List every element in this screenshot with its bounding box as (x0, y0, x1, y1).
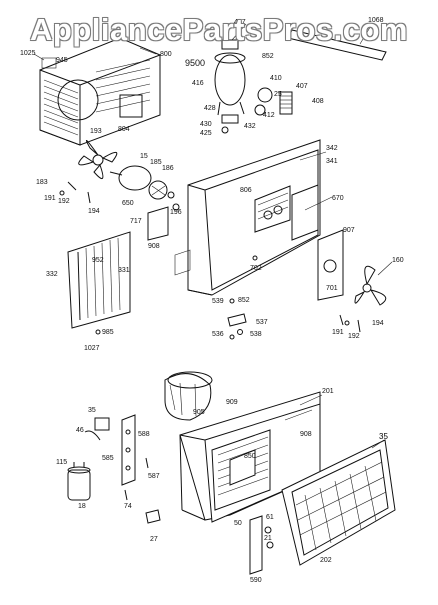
part-label: 806 (240, 187, 252, 194)
part-label: 587 (148, 473, 160, 480)
part-label: 342 (326, 145, 338, 152)
part-label: 191 (332, 329, 344, 336)
part-label: 908 (148, 243, 160, 250)
part-label: 945 (56, 57, 68, 64)
part-label: 186 (162, 165, 174, 172)
part-label: 341 (326, 158, 338, 165)
part-label: 27 (150, 536, 158, 543)
part-label: 670 (332, 195, 344, 202)
part-label: 202 (320, 557, 332, 564)
blower-wheel-804 (78, 140, 118, 180)
part-label: 425 (200, 130, 212, 137)
part-label: 35 (88, 407, 96, 414)
watermark: AppliancePartsPros.com (30, 12, 408, 47)
part-label: 412 (263, 112, 275, 119)
part-label: 536 (212, 331, 224, 338)
part-label: 416 (192, 80, 204, 87)
small-parts-center (227, 298, 247, 340)
seal-strip-1068 (287, 29, 387, 61)
part-label: 408 (312, 98, 324, 105)
capacitor-18 (67, 462, 91, 501)
part-label: 183 (36, 179, 48, 186)
condenser-fan-160 (354, 265, 387, 306)
part-label: 185 (150, 159, 162, 166)
part-label: 538 (250, 331, 262, 338)
part-label: 18 (78, 503, 86, 510)
part-label: 537 (256, 319, 268, 326)
blower-housing-905 (164, 371, 213, 421)
part-label: 46 (76, 427, 84, 434)
part-label: 15 (140, 153, 148, 160)
part-label: 331 (118, 267, 130, 274)
part-label: 407 (296, 83, 308, 90)
shroud-hole (323, 259, 337, 273)
part-label: 428 (204, 105, 216, 112)
part-label: 25 (274, 91, 282, 98)
overload-407 (279, 91, 293, 115)
part-label: 804 (118, 126, 130, 133)
part-label: 74 (124, 503, 132, 510)
part-label: 332 (46, 271, 58, 278)
part-label: 952 (92, 257, 104, 264)
part-label: 588 (138, 431, 150, 438)
part-label: 35 (379, 432, 388, 441)
part-label: 430 (200, 121, 212, 128)
part-label: 852 (262, 53, 274, 60)
part-label: 907 (343, 227, 355, 234)
part-label: 194 (88, 208, 100, 215)
compressor-9500 (214, 39, 273, 134)
part-label: 194 (372, 320, 384, 327)
part-label: 1027 (84, 345, 100, 352)
part-label: 410 (270, 75, 282, 82)
part-label: 908 (300, 431, 312, 438)
part-label: 985 (102, 329, 114, 336)
part-label: 427 (234, 19, 246, 26)
evaporator-coil-332 (67, 231, 131, 335)
part-label: 702 (250, 265, 262, 272)
part-label: 50 (234, 520, 242, 527)
part-label: 650 (122, 200, 134, 207)
unit-case-800 (39, 37, 161, 146)
control-bracket-590 (249, 515, 274, 575)
part-label: 585 (102, 455, 114, 462)
switch-assembly (84, 414, 161, 524)
part-label: 905 (193, 409, 205, 416)
fan-motor-15 (109, 165, 168, 200)
leader-lines (33, 23, 393, 449)
part-label: 160 (392, 257, 404, 264)
part-labels: 1025 945 800 427 852 1068 9500 416 410 2… (20, 17, 404, 584)
bracket-908 (147, 206, 169, 241)
part-label: 717 (130, 218, 142, 225)
part-label: 432 (244, 123, 256, 130)
part-label: 192 (348, 333, 360, 340)
chassis-341 (174, 139, 321, 296)
part-label: 1068 (368, 17, 384, 24)
part-label: 850 (244, 453, 256, 460)
shroud-907 (317, 229, 344, 301)
part-label: 115 (56, 459, 67, 466)
part-label: 21 (264, 535, 272, 542)
part-label: 1025 (20, 50, 36, 57)
part-label: 852 (238, 297, 250, 304)
part-label: 909 (226, 399, 238, 406)
part-label: 191 (44, 195, 56, 202)
front-grille-202 (281, 439, 396, 566)
part-label: 61 (266, 514, 274, 521)
part-label: 9500 (185, 58, 205, 68)
part-label: 196 (170, 209, 182, 216)
part-label: 193 (90, 128, 102, 135)
small-parts-left (59, 181, 180, 211)
part-label: 701 (326, 285, 338, 292)
part-label: 201 (322, 388, 334, 395)
part-label: 800 (160, 51, 172, 58)
part-label: 539 (212, 298, 224, 305)
part-label: 192 (58, 198, 70, 205)
part-label: 590 (250, 577, 262, 584)
